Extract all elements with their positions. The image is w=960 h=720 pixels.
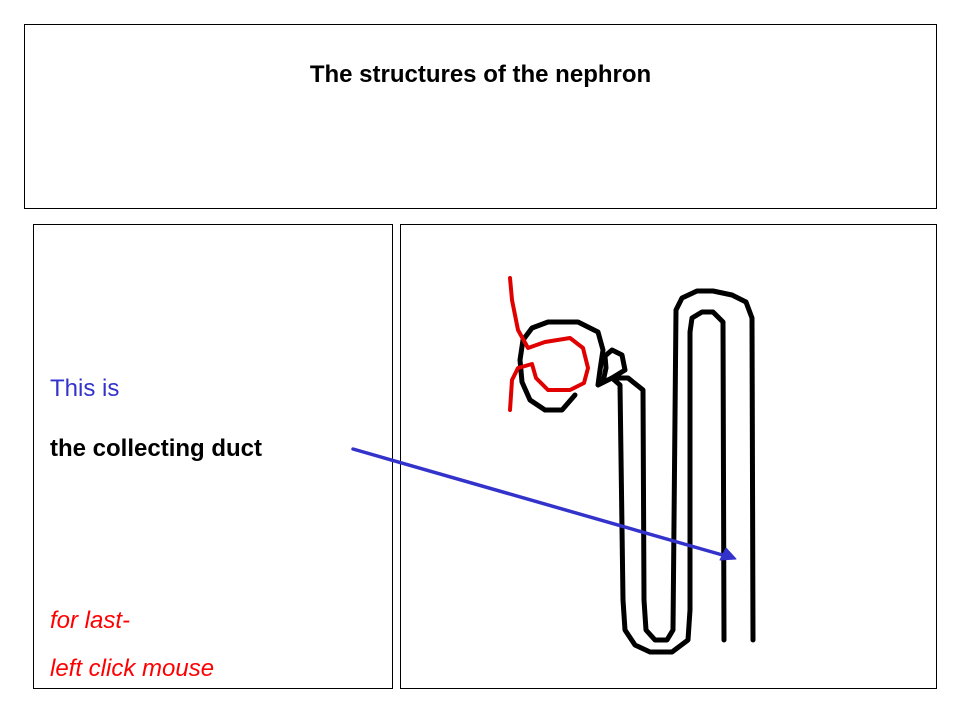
title-panel: The structures of the nephron <box>24 24 937 209</box>
page-title: The structures of the nephron <box>309 61 652 88</box>
intro-text: This is <box>50 375 120 402</box>
instruction-text-1: for last- <box>50 607 131 634</box>
instruction-text-2: left click mouse <box>50 655 215 682</box>
text-panel: This is the collecting duct for last- le… <box>33 224 393 689</box>
diagram-panel <box>400 224 937 689</box>
structure-label: the collecting duct <box>50 435 263 462</box>
